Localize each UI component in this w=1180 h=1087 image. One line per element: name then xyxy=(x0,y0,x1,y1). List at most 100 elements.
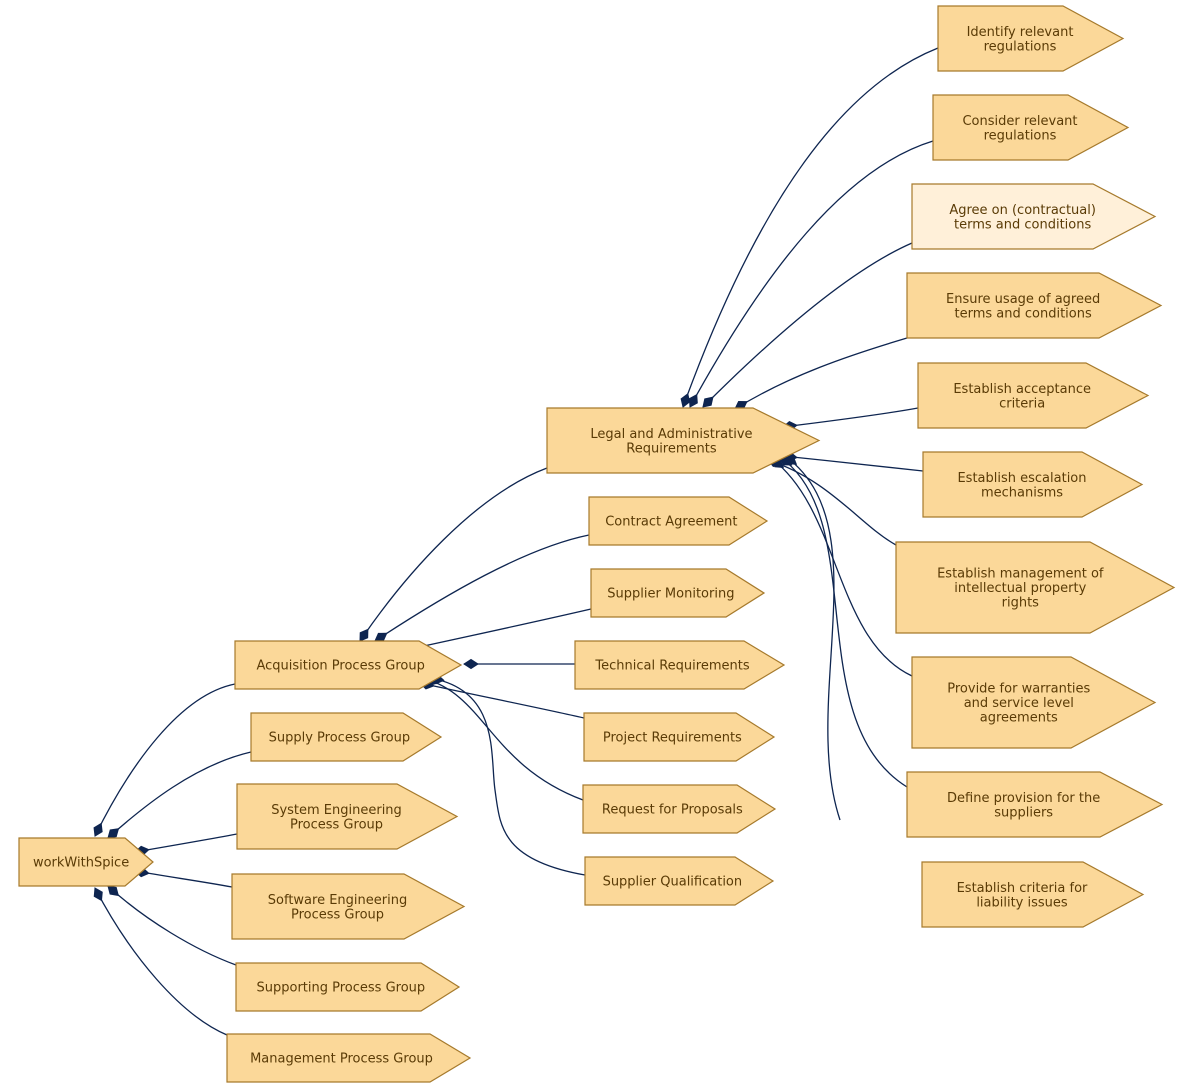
node-qual[interactable]: Supplier Qualification xyxy=(584,856,775,906)
node-label: Acquisition Process Group xyxy=(256,659,424,674)
composition-diamond-icon xyxy=(93,822,103,837)
edge-root-spt xyxy=(107,885,237,966)
node-shape xyxy=(582,784,777,834)
node-shape xyxy=(234,640,463,690)
node-label: mechanisms xyxy=(981,485,1063,500)
node-shape xyxy=(921,861,1145,928)
edge-root-mgmt xyxy=(94,887,228,1036)
node-shape xyxy=(922,451,1144,518)
node-label: Establish escalation xyxy=(957,471,1086,486)
node-label: and service level xyxy=(964,696,1074,711)
node-label: Supporting Process Group xyxy=(257,981,426,996)
node-label: regulations xyxy=(984,128,1057,143)
edge-legal-prov xyxy=(779,456,908,788)
node-shape xyxy=(911,656,1157,749)
node-label: Process Group xyxy=(290,817,383,832)
edge-root-sys xyxy=(134,833,238,853)
composition-diamond-icon xyxy=(359,628,369,642)
node-label: regulations xyxy=(984,39,1057,54)
node-label: Establish criteria for xyxy=(957,881,1088,896)
node-shape xyxy=(937,5,1125,72)
node-label: workWithSpice xyxy=(33,856,129,871)
node-label: Supplier Qualification xyxy=(603,875,743,890)
node-label: Supply Process Group xyxy=(269,731,410,746)
node-agree[interactable]: Agree on (contractual)terms and conditio… xyxy=(911,183,1157,250)
node-shape xyxy=(584,856,775,906)
edge-legal-consreg xyxy=(689,140,934,408)
node-shape xyxy=(590,568,766,618)
node-label: Define provision for the xyxy=(947,791,1100,806)
node-shape xyxy=(917,362,1150,429)
node-label: Management Process Group xyxy=(250,1052,433,1067)
node-label: liability issues xyxy=(976,895,1068,910)
node-shape xyxy=(18,837,154,887)
node-label: Establish management of xyxy=(937,567,1104,582)
node-rfp[interactable]: Request for Proposals xyxy=(582,784,777,834)
composition-diamond-icon xyxy=(688,393,698,408)
node-mgmt[interactable]: Management Process Group xyxy=(226,1033,472,1083)
composition-diamond-icon xyxy=(680,392,691,408)
node-acq[interactable]: Acquisition Process Group xyxy=(234,640,463,690)
edge-legal-agree xyxy=(702,242,913,408)
node-label: criteria xyxy=(999,396,1045,411)
node-shape xyxy=(250,712,443,762)
node-label: Requirements xyxy=(626,441,717,456)
node-spt[interactable]: Supporting Process Group xyxy=(235,962,461,1012)
node-sup[interactable]: Supply Process Group xyxy=(250,712,443,762)
composition-diamond-icon xyxy=(702,396,714,408)
node-shape xyxy=(226,1033,472,1083)
node-shape xyxy=(906,771,1164,838)
node-label: Contract Agreement xyxy=(605,515,737,530)
node-label: intellectual property xyxy=(954,581,1086,596)
edge-acq-contract xyxy=(374,534,590,642)
node-shape xyxy=(546,407,821,474)
node-label: suppliers xyxy=(994,805,1053,820)
composition-diamond-icon xyxy=(107,828,120,839)
node-label: Technical Requirements xyxy=(594,659,749,674)
node-label: Project Requirements xyxy=(603,731,742,746)
node-shape xyxy=(588,496,769,546)
node-shape xyxy=(911,183,1157,250)
composition-diamond-icon xyxy=(463,658,479,670)
node-tech[interactable]: Technical Requirements xyxy=(574,640,786,690)
node-label: Legal and Administrative xyxy=(590,427,752,442)
edge-legal-idreg xyxy=(682,47,939,408)
edge-legal-ip xyxy=(767,459,897,546)
edge-acq-legal xyxy=(359,467,548,642)
node-label: Establish acceptance xyxy=(953,382,1091,397)
node-shape xyxy=(231,873,466,940)
node-label: System Engineering xyxy=(271,803,402,818)
node-label: terms and conditions xyxy=(955,306,1092,321)
edge-legal-liab xyxy=(784,455,841,821)
node-shape xyxy=(895,541,1176,634)
node-label: Request for Proposals xyxy=(602,803,743,818)
node-label: Supplier Monitoring xyxy=(607,587,734,602)
node-label: Software Engineering xyxy=(268,893,407,908)
node-proj[interactable]: Project Requirements xyxy=(583,712,776,762)
node-shape xyxy=(583,712,776,762)
node-label: agreements xyxy=(980,711,1058,726)
node-label: Identify relevant xyxy=(967,25,1074,40)
edge-acq-rfp xyxy=(424,678,584,801)
node-label: Consider relevant xyxy=(962,114,1077,129)
edge-acq-proj xyxy=(419,682,585,719)
node-root[interactable]: workWithSpice xyxy=(18,837,154,887)
edge-legal-escal xyxy=(782,455,924,472)
node-label: Ensure usage of agreed xyxy=(946,292,1100,307)
node-supmon[interactable]: Supplier Monitoring xyxy=(590,568,766,618)
node-contract[interactable]: Contract Agreement xyxy=(588,496,769,546)
